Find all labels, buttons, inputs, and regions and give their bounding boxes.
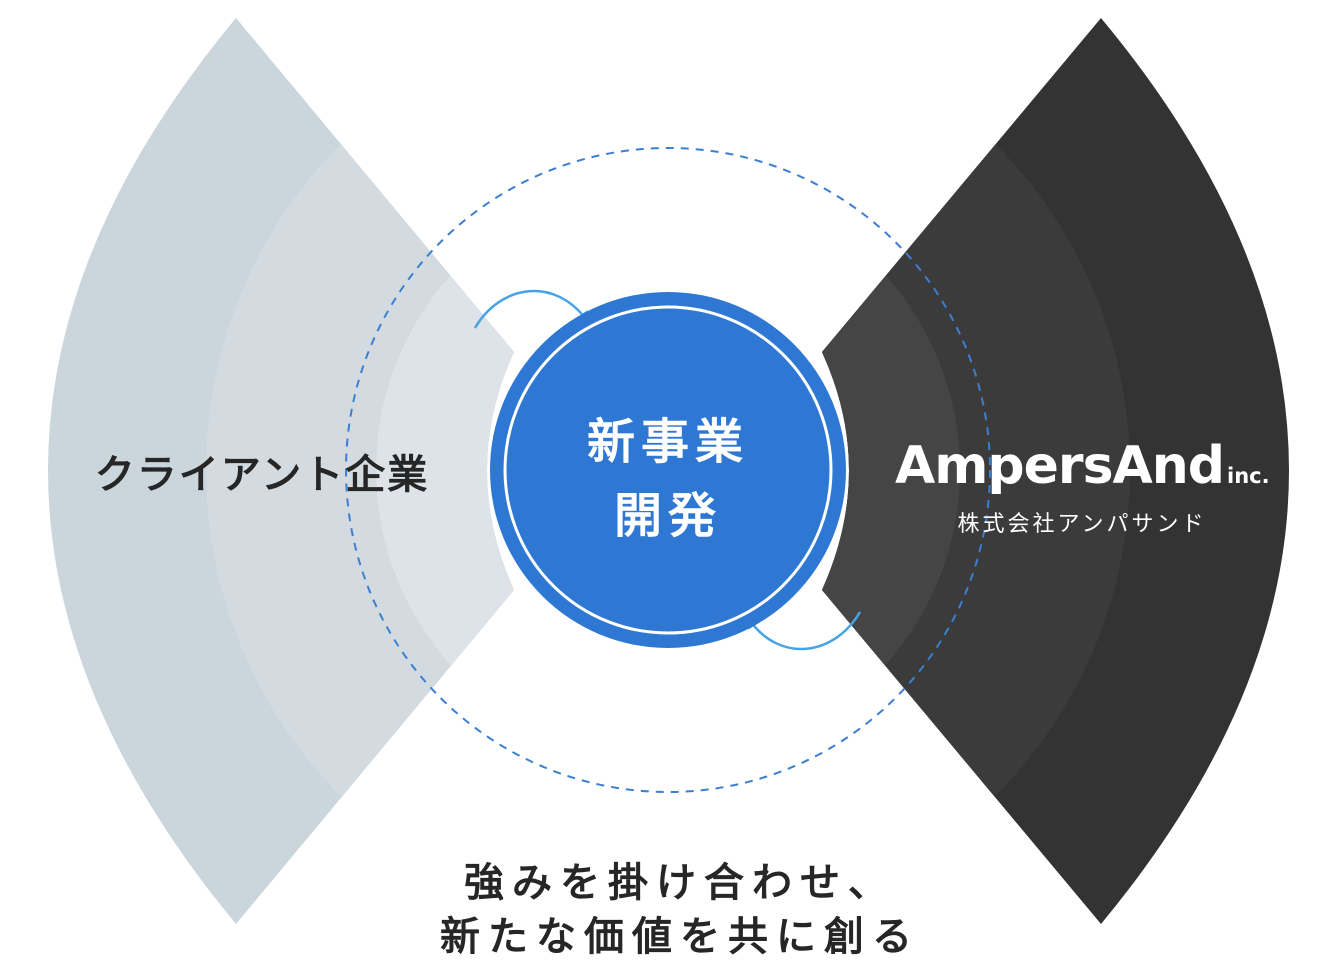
center-title-line2: 開発: [614, 488, 722, 544]
center-title-line1: 新事業: [587, 414, 749, 470]
brand-logo-name: AmpersAnd: [895, 436, 1224, 496]
center-circle: [490, 292, 846, 648]
center-circle-inner-ring: [503, 305, 833, 635]
cycle-arrow-bottom: [746, 611, 862, 651]
brand-japanese-name: 株式会社アンパサンド: [957, 512, 1206, 537]
client-label: クライアント企業: [95, 452, 429, 498]
tagline-line2: 新たな価値を共に創る: [440, 914, 920, 960]
brand-logo-suffix: inc.: [1227, 464, 1270, 488]
tagline-line1: 強みを掛け合わせ、: [464, 860, 896, 906]
cycle-arrow-top: [473, 289, 590, 329]
dashed-cycle-ring: [345, 147, 991, 793]
